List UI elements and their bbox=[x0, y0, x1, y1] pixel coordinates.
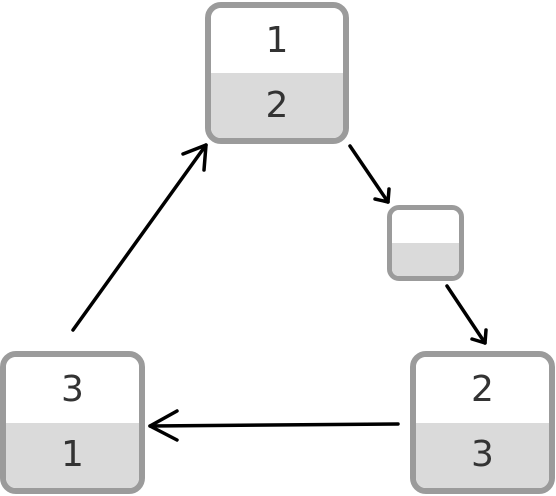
node-small bbox=[387, 205, 464, 281]
edge-right-to-left bbox=[148, 409, 400, 442]
node-top: 1 2 bbox=[205, 2, 349, 144]
node-left-lower-value: 1 bbox=[6, 422, 139, 488]
node-top-upper-value: 1 bbox=[211, 8, 343, 73]
node-small-upper bbox=[392, 210, 459, 243]
node-small-lower bbox=[392, 243, 459, 276]
edge-small-to-right bbox=[445, 284, 488, 345]
node-right-lower-value: 3 bbox=[416, 422, 549, 488]
node-left: 3 1 bbox=[0, 351, 145, 494]
node-top-lower-value: 2 bbox=[211, 73, 343, 138]
node-right-upper-value: 2 bbox=[416, 357, 549, 423]
node-left-upper-value: 3 bbox=[6, 357, 139, 423]
edge-left-to-top bbox=[71, 143, 208, 332]
node-right: 2 3 bbox=[410, 351, 555, 494]
edge-top-to-small bbox=[348, 144, 391, 204]
